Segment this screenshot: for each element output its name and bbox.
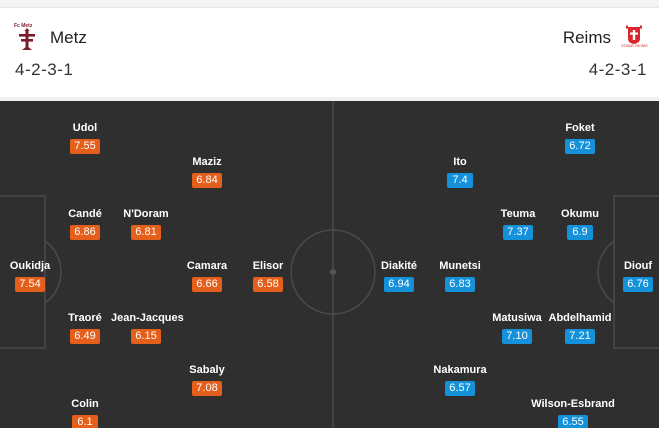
player-name: Foket	[565, 122, 595, 134]
player-name: Camara	[186, 260, 228, 272]
player-name: Diouf	[623, 260, 653, 272]
player-rating: 7.21	[565, 329, 595, 344]
home-team[interactable]: Fc Metz Metz	[14, 23, 87, 51]
player-rating: 7.08	[192, 381, 222, 396]
player-name: Wilson-Esbrand	[531, 398, 615, 410]
player-card[interactable]: Nakamura 6.57	[425, 363, 495, 396]
player-card[interactable]: Camara 6.66	[172, 259, 242, 292]
away-team-name: Reims	[562, 28, 611, 47]
player-rating: 6.94	[384, 277, 414, 292]
away-formation: 4-2-3-1	[588, 60, 647, 79]
player-card[interactable]: Abdelhamid 7.21	[545, 311, 615, 344]
player-rating: 7.10	[502, 329, 532, 344]
player-name: Elisor	[252, 260, 284, 272]
player-name: Diakité	[380, 260, 418, 272]
player-name: Sabaly	[189, 364, 225, 376]
player-name: Matusiwa	[492, 312, 542, 324]
player-card[interactable]: Diakité 6.94	[364, 259, 434, 292]
player-name: Okumu	[561, 208, 599, 220]
player-rating: 7.54	[15, 277, 45, 292]
player-card[interactable]: Elisor 6.58	[233, 259, 303, 292]
player-name: Abdelhamid	[548, 312, 612, 324]
player-rating: 6.84	[192, 173, 222, 188]
player-rating: 6.49	[70, 329, 100, 344]
player-card[interactable]: Oukidja 7.54	[0, 259, 65, 292]
player-name: N'Doram	[123, 208, 169, 220]
player-rating: 7.55	[70, 139, 100, 154]
top-strip	[0, 0, 659, 8]
reims-crest-icon: STADE REIMS	[621, 25, 648, 51]
player-rating: 6.57	[445, 381, 475, 396]
pitch-lines	[0, 101, 659, 428]
lineup-header: Fc Metz Metz 4-2-3-1 STAD	[0, 9, 659, 97]
player-name: Munetsi	[439, 260, 481, 272]
player-name: Oukidja	[9, 260, 51, 272]
player-card[interactable]: Foket 6.72	[545, 121, 615, 154]
divider	[0, 97, 659, 101]
player-rating: 6.58	[253, 277, 283, 292]
player-name: Ito	[453, 156, 467, 168]
reims-crest-text: STADE REIMS	[621, 43, 648, 48]
player-card[interactable]: Matusiwa 7.10	[482, 311, 552, 344]
player-name: Colin	[71, 398, 99, 410]
player-card[interactable]: Munetsi 6.83	[425, 259, 495, 292]
player-rating: 6.76	[623, 277, 653, 292]
player-rating: 6.83	[445, 277, 475, 292]
home-team-name: Metz	[50, 28, 87, 47]
player-name: Udol	[72, 122, 98, 134]
player-rating: 7.37	[503, 225, 533, 240]
player-card[interactable]: N'Doram 6.81	[111, 207, 181, 240]
metz-crest-text: Fc Metz	[14, 23, 33, 29]
metz-crest-icon: Fc Metz	[14, 23, 40, 51]
player-card[interactable]: Traoré 6.49	[50, 311, 120, 344]
player-rating: 6.1	[72, 415, 98, 428]
player-rating: 6.55	[558, 415, 588, 428]
player-rating: 6.66	[192, 277, 222, 292]
player-card[interactable]: Jean-Jacques 6.15	[111, 311, 184, 344]
player-rating: 6.72	[565, 139, 595, 154]
player-card[interactable]: Diouf 6.76	[603, 259, 659, 292]
pitch: Udol 7.55 Maziz 6.84 Candé 6.86 N'Doram …	[0, 101, 659, 428]
player-name: Jean-Jacques	[111, 312, 184, 324]
player-card[interactable]: Ito 7.4	[425, 155, 495, 188]
player-rating: 6.81	[131, 225, 161, 240]
player-card[interactable]: Colin 6.1	[50, 397, 120, 428]
player-rating: 6.15	[131, 329, 161, 344]
player-card[interactable]: Maziz 6.84	[172, 155, 242, 188]
player-card[interactable]: Wilson-Esbrand 6.55	[528, 397, 618, 428]
player-rating: 7.4	[447, 173, 473, 188]
player-name: Maziz	[192, 156, 222, 168]
player-card[interactable]: Candé 6.86	[50, 207, 120, 240]
player-name: Teuma	[500, 208, 536, 220]
home-formation: 4-2-3-1	[15, 60, 74, 79]
player-name: Traoré	[68, 312, 102, 324]
player-card[interactable]: Sabaly 7.08	[172, 363, 242, 396]
player-card[interactable]: Okumu 6.9	[545, 207, 615, 240]
player-card[interactable]: Teuma 7.37	[483, 207, 553, 240]
player-name: Candé	[68, 208, 102, 220]
player-name: Nakamura	[433, 364, 487, 376]
player-card[interactable]: Udol 7.55	[50, 121, 120, 154]
player-rating: 6.86	[70, 225, 100, 240]
player-rating: 6.9	[567, 225, 593, 240]
away-team[interactable]: STADE REIMS Reims	[562, 25, 648, 51]
